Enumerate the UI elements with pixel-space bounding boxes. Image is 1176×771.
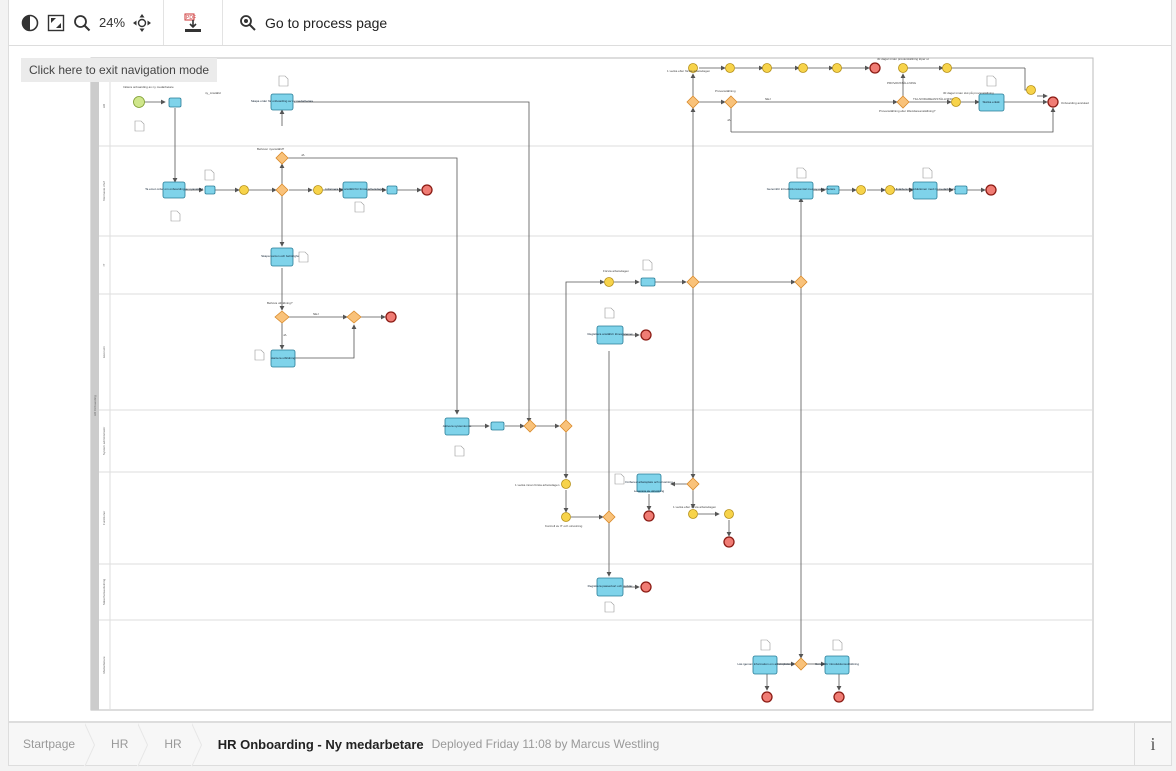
task-register-keycard: Registrera passerkort och nycklar [588,584,633,588]
pool: HR Onboarding [90,57,1094,711]
task-intro-talk: Genomför introduktionssamtal med ny meda… [767,187,836,191]
sequence-flows [145,65,1056,691]
lane-label-functions: Funktioner [102,511,106,525]
task-prepare-workplace: Förbered arbetsplats och utrustning [625,480,673,484]
task-economy-training: Hantera utbildning [271,356,296,360]
view-controls: 24% [9,0,165,45]
move-arrows-icon [133,13,152,32]
info-icon: i [1150,733,1156,754]
gateway-training-yes: JA [283,333,287,337]
event-week-before: 1 vecka innan första arbetsdagen [515,483,560,487]
lanes: HR Närmaste chef IT Ekonomi System admin… [99,58,1093,710]
breadcrumb-hr-1[interactable]: HR [97,723,150,767]
task-evaluate-intro: Utvärdera introduktionen med ny medarbet… [894,187,956,191]
gateway-probation-yes: JA [727,118,731,122]
task-it-accounts: Skapa konton och behörigheter [261,254,303,258]
pdf-download-icon: PDF [184,13,202,32]
intermediate-events[interactable] [239,63,1036,522]
lane-label-economy: Ekonomi [102,346,106,358]
pan-button[interactable] [129,10,155,36]
gateway-probation-no: NEJ [765,97,771,101]
lane-label-security: Säkerhetsavdelning [102,578,106,605]
magnifier-icon [74,14,91,31]
fit-screen-icon [47,14,65,31]
bpmn-diagram: HR Onboarding HR Närmaste chef IT Ekonom… [90,57,1094,711]
lane-label-it: IT [102,264,106,267]
download-controls: PDF [164,0,224,45]
footer-bar: Startpage HR HR HR Onboarding - Ny medar… [8,722,1172,767]
zoom-button[interactable] [69,10,95,36]
gateway-probation-question: Provanställning [715,89,736,93]
end-onboarding-label: Onboarding avslutad [1061,101,1089,105]
process-title: HR Onboarding - Ny medarbetare [217,736,424,752]
start-event-label: Initiera onboarding av ny medarbetare [123,85,174,89]
exit-navigation-mode-button[interactable]: Click here to exit navigation mode [21,58,218,82]
contrast-icon [21,14,39,31]
task-deliver-equipment: Leverans av utrustning [634,489,665,493]
gateway-employment-type: Provanställning eller tillsvidareanställ… [879,109,936,113]
lane-label-manager: Närmaste chef [102,181,106,201]
event-labels: Första arbetsdagen 1 vecka innan första … [515,57,1089,528]
zoom-level: 24% [99,15,126,30]
gateway-training-no: NEJ [313,312,319,316]
gateway-training-label: Behöva utbildning? [267,301,293,305]
go-to-process-page-link[interactable]: Go to process page [223,14,403,32]
event-30-days-end: 30 dagar innan slut på provanställning [943,91,994,95]
pool-label: HR Onboarding [93,395,97,416]
task-hr-create-order: Skapa order för onboarding av ny medarbe… [251,99,314,103]
gateway-labels: Behöver nyanställd? JA Behöva utbildning… [257,81,954,337]
toolbar: 24% PDF Go to process page [8,0,1172,46]
task-send-survey: Skicka enkät [982,100,999,104]
lane-label-hr: HR [102,103,106,108]
task-manager-receive-order: Ta emot order om onboarding av nyanställ… [145,187,203,191]
gateway-permanent: TILLSVIDAREANSTÄLLNING [913,97,954,101]
annotation-new-employee: ny_Anställd [205,91,221,95]
svg-text:PDF: PDF [186,15,196,21]
gateway-need-hire-yes: JA [301,153,305,157]
gateways[interactable] [274,95,910,671]
event-week-after: 1 vecka efter första arbetsdagen [673,505,716,509]
download-pdf-button[interactable]: PDF [180,10,206,36]
fit-to-screen-button[interactable] [43,10,69,36]
deployed-info: Deployed Friday 11:08 by Marcus Westling [431,737,660,751]
event-30-days-before: 30 dagar innan provanställning löper ut [877,57,929,61]
lane-label-employee: Medarbetare [102,656,106,673]
breadcrumb-hr-2[interactable]: HR [150,723,203,767]
end-events[interactable] [385,62,1059,703]
tasks[interactable] [162,93,1005,675]
task-payroll-register: Registrera anställd i lönesystemet [587,332,632,336]
lane-label-sysadmin: System administratör [102,427,106,455]
event-hr-week-after: 1 vecka efter första arbetsdagen [667,69,710,73]
info-button[interactable]: i [1134,723,1171,765]
task-intro-training: Genomför introduktionsutbildning [815,662,859,666]
start-event[interactable] [133,96,145,108]
task-sysadmin-activate: Aktivera systemkonto [443,424,472,428]
event-check-it: Kontroll av IT och utrustning [545,524,583,528]
contrast-toggle-button[interactable] [17,10,43,36]
gateway-probation: PROVANSTÄLLNING [887,81,917,85]
event-first-day: Första arbetsdagen [603,269,629,273]
gateway-need-hire-label: Behöver nyanställd? [257,147,285,151]
data-objects [134,75,997,651]
go-to-process-page-label: Go to process page [265,14,388,31]
task-labels: Skapa order för onboarding av ny medarbe… [145,99,1000,666]
diagram-canvas[interactable]: Click here to exit navigation mode HR On… [8,46,1172,722]
breadcrumb-startpage[interactable]: Startpage [9,723,97,767]
task-read-info: Läs igenom information om arbetsplatsen [737,662,792,666]
process-search-icon [240,14,256,31]
task-manager-inform: Informera om anställd för första arbetsd… [325,187,385,191]
